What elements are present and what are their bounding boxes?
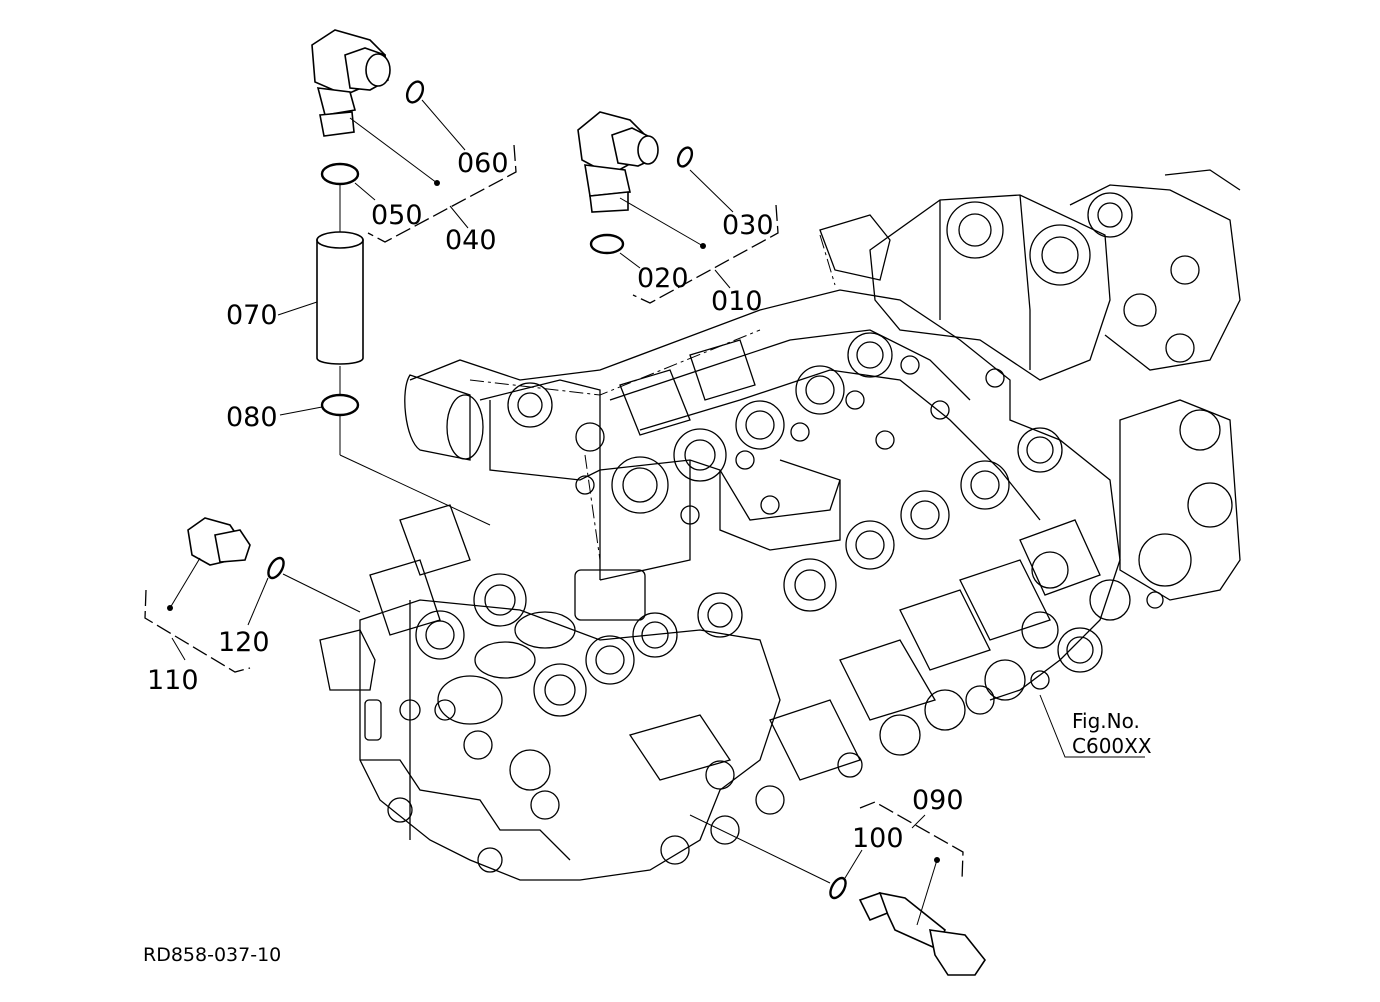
callout-040: 040: [445, 225, 497, 256]
fitting-group-090: [829, 876, 986, 976]
spool-ends: [628, 519, 1164, 865]
callout-030: 030: [722, 210, 774, 241]
callout-100: 100: [852, 823, 904, 854]
callout-080: 080: [226, 402, 278, 433]
figure-number-value: C600XX: [1072, 734, 1152, 758]
fitting-group-040: [311, 29, 425, 417]
callout-050: 050: [371, 200, 423, 231]
figure-number-label: Fig.No.: [1072, 709, 1140, 733]
control-valve-assembly: [319, 169, 1241, 881]
callout-110: 110: [147, 665, 199, 696]
leader-lines: [144, 99, 1145, 926]
callout-010: 010: [711, 286, 763, 317]
drawing-code: RD858-037-10: [143, 944, 282, 966]
hidden-lines: [469, 234, 836, 561]
callout-060: 060: [457, 148, 509, 179]
callout-020: 020: [637, 263, 689, 294]
callout-070: 070: [226, 300, 278, 331]
callout-120: 120: [218, 627, 270, 658]
callout-090: 090: [912, 785, 964, 816]
fitting-group-110: [187, 517, 285, 580]
fitting-group-010: [577, 111, 694, 255]
